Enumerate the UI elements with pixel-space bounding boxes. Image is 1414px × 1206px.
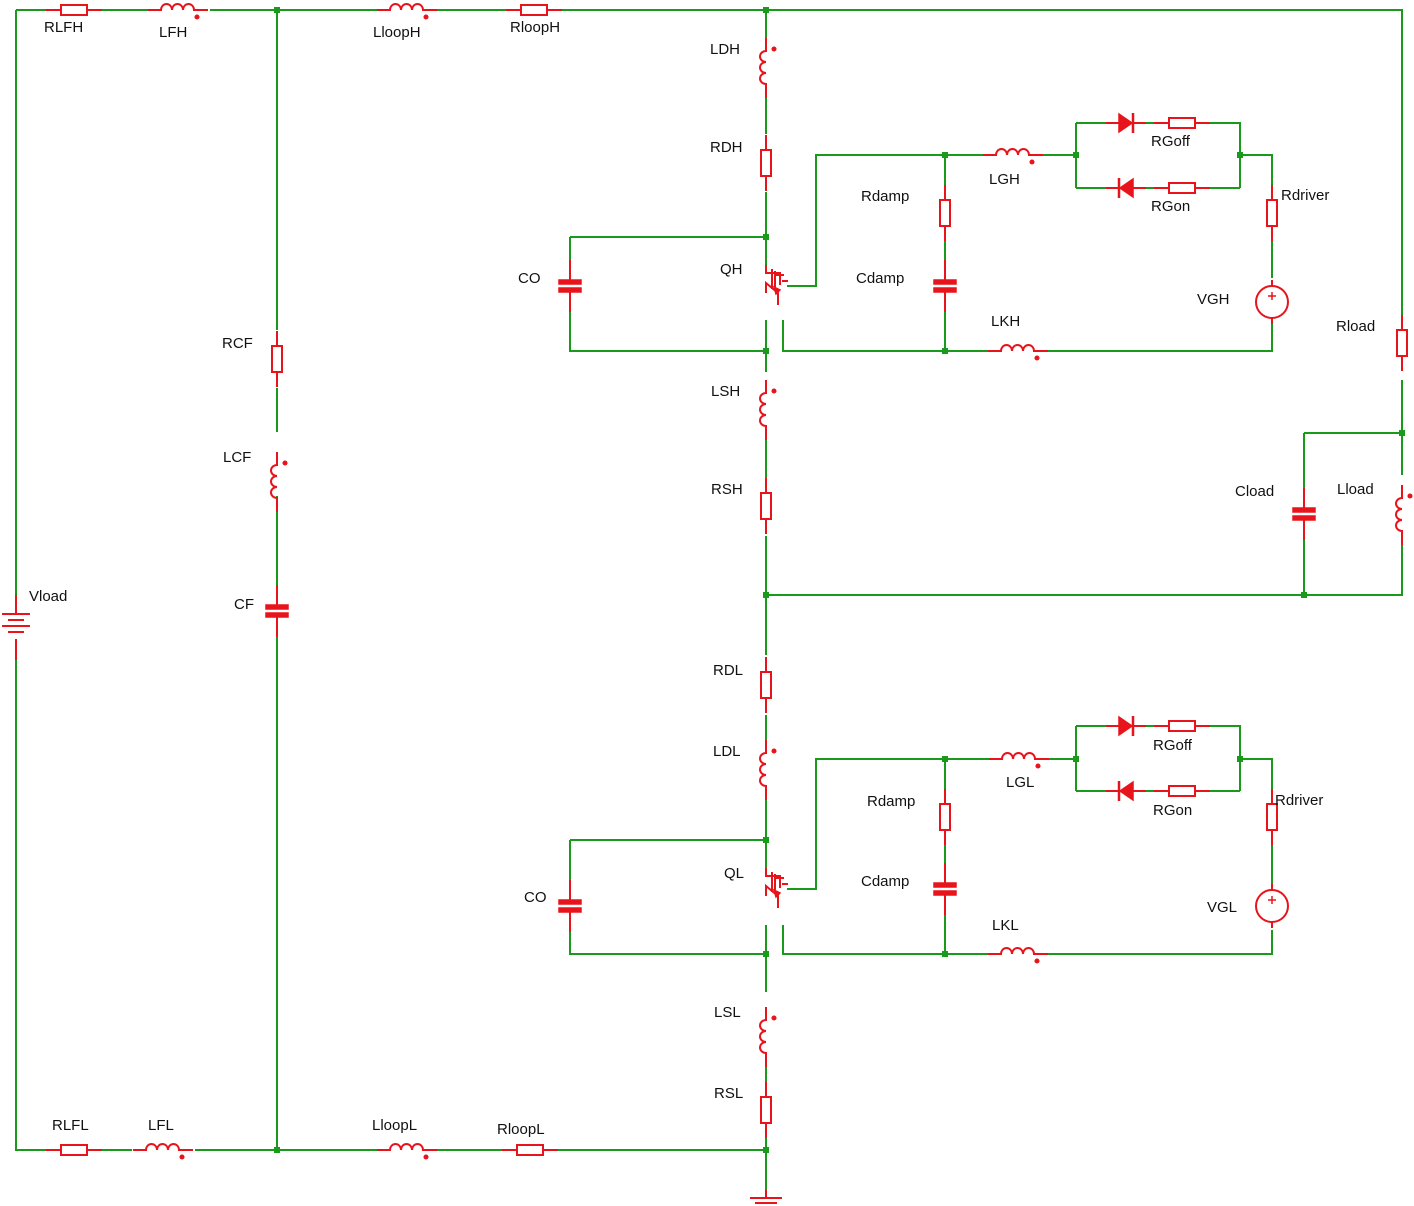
inductor-LSL xyxy=(759,1006,777,1068)
voltage-source-VGH xyxy=(1255,279,1289,325)
label-LFH: LFH xyxy=(159,24,187,41)
resistor-RGon-low xyxy=(1153,785,1211,797)
label-Cload: Cload xyxy=(1235,483,1274,500)
inductor-LFH xyxy=(147,3,209,20)
inductor-LDL xyxy=(759,739,777,801)
label-Cdamp-high: Cdamp xyxy=(856,270,904,287)
inductor-LloopH xyxy=(376,3,438,20)
label-Rdriver-low: Rdriver xyxy=(1275,792,1323,809)
diode-RGon-low xyxy=(1104,779,1148,803)
label-CO-high: CO xyxy=(518,270,541,287)
inductor-LGH xyxy=(982,148,1044,165)
resistor-Rdamp-low xyxy=(939,788,951,846)
resistor-RSL xyxy=(760,1081,772,1139)
battery-Vload xyxy=(2,595,30,660)
component-labels: RLFH LFH LloopH RloopH LDH RDH QH CO Rda… xyxy=(29,19,1375,1138)
resistor-RloopL xyxy=(501,1144,559,1156)
inductor-Lload xyxy=(1395,484,1413,546)
inductor-LGL xyxy=(988,752,1050,769)
diode-RGoff-high xyxy=(1104,111,1148,135)
capacitor-CO-high xyxy=(558,259,582,313)
capacitor-Cdamp-low xyxy=(933,862,957,916)
label-LSL: LSL xyxy=(714,1004,741,1021)
label-VGH: VGH xyxy=(1197,291,1230,308)
resistor-RGoff-low xyxy=(1153,720,1211,732)
diode-RGon-high xyxy=(1104,176,1148,200)
label-RloopL: RloopL xyxy=(497,1121,545,1138)
resistor-Rload xyxy=(1396,314,1408,372)
label-Rdamp-low: Rdamp xyxy=(867,793,915,810)
inductor-LDH xyxy=(759,37,777,99)
label-LloopL: LloopL xyxy=(372,1117,417,1134)
label-CO-low: CO xyxy=(524,889,547,906)
resistor-Rdamp-high xyxy=(939,184,951,242)
label-LDH: LDH xyxy=(710,41,740,58)
label-LGL: LGL xyxy=(1006,774,1034,791)
inductor-LKL xyxy=(987,947,1049,964)
inductor-LKH xyxy=(987,344,1049,361)
resistor-RDL xyxy=(760,656,772,714)
label-RloopH: RloopH xyxy=(510,19,560,36)
label-RSH: RSH xyxy=(711,481,743,498)
label-VGL: VGL xyxy=(1207,899,1237,916)
resistor-RGon-high xyxy=(1153,182,1211,194)
resistor-RSH xyxy=(760,477,772,535)
label-LGH: LGH xyxy=(989,171,1020,188)
voltage-source-VGL xyxy=(1255,883,1289,929)
label-LloopH: LloopH xyxy=(373,24,421,41)
label-Vload: Vload xyxy=(29,588,67,605)
label-LKH: LKH xyxy=(991,313,1020,330)
capacitor-CF xyxy=(265,584,289,638)
resistor-Rdriver-high xyxy=(1266,184,1278,242)
resistor-RCF xyxy=(271,330,283,388)
label-QL: QL xyxy=(724,865,744,882)
label-RSL: RSL xyxy=(714,1085,743,1102)
label-LSH: LSH xyxy=(711,383,740,400)
resistor-RGoff-high xyxy=(1153,117,1211,129)
label-LKL: LKL xyxy=(992,917,1019,934)
inductor-LloopL xyxy=(376,1143,438,1160)
label-Rdamp-high: Rdamp xyxy=(861,188,909,205)
label-Rdriver-high: Rdriver xyxy=(1281,187,1329,204)
inductor-LSH xyxy=(759,379,777,441)
label-LFL: LFL xyxy=(148,1117,174,1134)
components xyxy=(2,3,1413,1160)
junction-nodes xyxy=(274,7,1405,1153)
label-RGon-high: RGon xyxy=(1151,198,1190,215)
label-RDH: RDH xyxy=(710,139,743,156)
resistor-RLFL xyxy=(45,1144,103,1156)
resistor-RLFH xyxy=(45,4,103,16)
label-RGon-low: RGon xyxy=(1153,802,1192,819)
label-Rload: Rload xyxy=(1336,318,1375,335)
label-Lload: Lload xyxy=(1337,481,1374,498)
diode-RGoff-low xyxy=(1104,714,1148,738)
capacitor-Cload xyxy=(1292,487,1316,541)
mosfet-QL xyxy=(765,867,789,909)
inductor-LFL xyxy=(132,1143,194,1160)
label-RDL: RDL xyxy=(713,662,743,679)
resistor-RloopH xyxy=(505,4,563,16)
label-LDL: LDL xyxy=(713,743,741,760)
inductor-LCF xyxy=(270,451,288,513)
label-Cdamp-low: Cdamp xyxy=(861,873,909,890)
label-RCF: RCF xyxy=(222,335,253,352)
label-QH: QH xyxy=(720,261,743,278)
resistor-RDH xyxy=(760,134,772,192)
label-RGoff-low: RGoff xyxy=(1153,737,1193,754)
capacitor-CO-low xyxy=(558,879,582,933)
label-RGoff-high: RGoff xyxy=(1151,133,1191,150)
label-LCF: LCF xyxy=(223,449,251,466)
capacitor-Cdamp-high xyxy=(933,259,957,313)
label-RLFL: RLFL xyxy=(52,1117,89,1134)
label-RLFH: RLFH xyxy=(44,19,83,36)
label-CF: CF xyxy=(234,596,254,613)
mosfet-QH xyxy=(765,264,789,306)
